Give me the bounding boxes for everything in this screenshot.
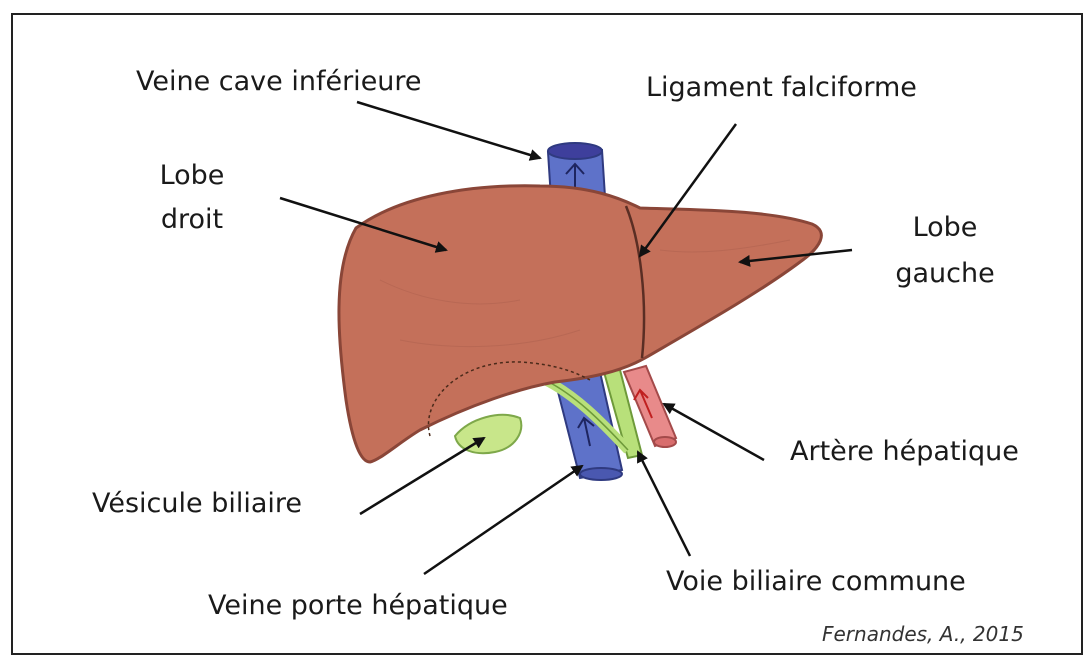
arrow-voie-biliaire bbox=[638, 452, 690, 556]
label-artere: Artère hépatique bbox=[790, 436, 1019, 468]
author-credit: Fernandes, A., 2015 bbox=[822, 622, 1024, 646]
label-ligament: Ligament falciforme bbox=[646, 72, 917, 104]
gallbladder bbox=[455, 415, 521, 453]
arrow-artere bbox=[664, 404, 764, 460]
arrow-veine-cave bbox=[357, 102, 540, 158]
label-voie-biliaire: Voie biliaire commune bbox=[666, 566, 966, 598]
arrow-veine-porte bbox=[424, 466, 582, 574]
label-veine-cave: Veine cave inférieure bbox=[136, 66, 422, 98]
label-lobe-gauche-line2: gauche bbox=[890, 258, 1000, 290]
label-lobe-droit-line2: droit bbox=[152, 204, 232, 236]
label-lobe-droit-line1: Lobe bbox=[152, 160, 232, 192]
label-lobe-gauche-line1: Lobe bbox=[890, 212, 1000, 244]
label-veine-porte: Veine porte hépatique bbox=[208, 590, 508, 622]
label-vesicule: Vésicule biliaire bbox=[92, 488, 302, 520]
